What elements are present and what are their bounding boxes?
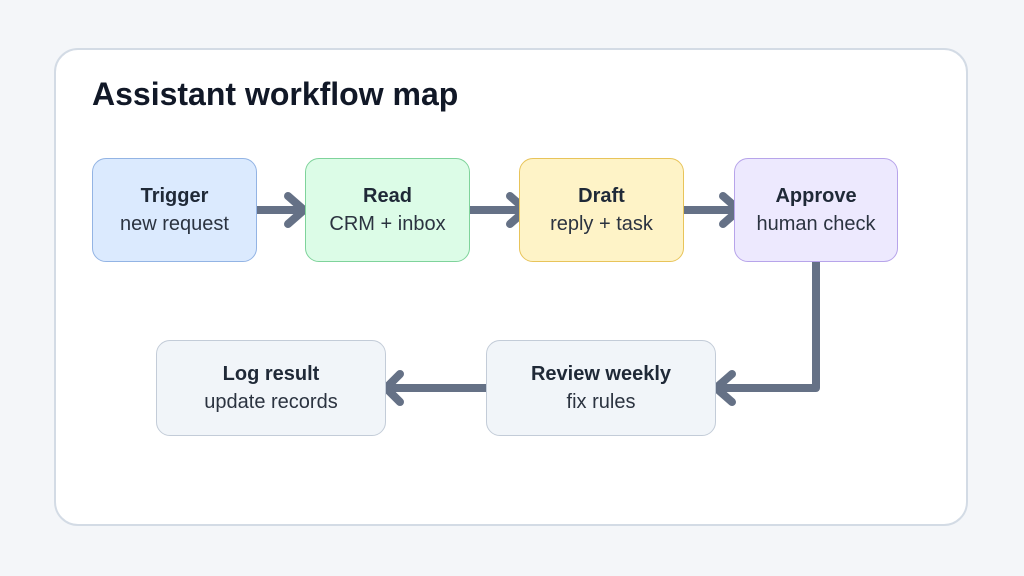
node-draft-name: Draft — [578, 185, 625, 207]
node-read: Read CRM + inbox — [305, 158, 470, 262]
node-review-weekly-sub: fix rules — [566, 391, 636, 413]
node-trigger: Trigger new request — [92, 158, 257, 262]
node-draft-sub: reply + task — [550, 213, 653, 235]
node-read-name: Read — [363, 185, 412, 207]
arrow-approve-to-review — [712, 258, 820, 406]
node-read-sub: CRM + inbox — [329, 213, 446, 235]
arrow-read-to-draft — [466, 192, 530, 228]
node-approve-sub: human check — [756, 213, 876, 235]
node-draft: Draft reply + task — [519, 158, 684, 262]
node-review-weekly: Review weekly fix rules — [486, 340, 716, 436]
node-trigger-name: Trigger — [140, 185, 209, 207]
node-review-weekly-name: Review weekly — [530, 363, 672, 385]
node-approve-name: Approve — [775, 185, 857, 207]
node-log-result-name: Log result — [222, 363, 320, 385]
node-log-result: Log result update records — [156, 340, 386, 436]
arrow-review-to-log — [382, 370, 490, 406]
page-title: Assistant workflow map — [92, 76, 459, 112]
node-approve: Approve human check — [734, 158, 898, 262]
arrow-draft-to-approve — [680, 192, 743, 228]
arrow-trigger-to-read — [253, 192, 308, 228]
node-log-result-sub: update records — [204, 391, 338, 413]
node-trigger-sub: new request — [120, 213, 229, 235]
